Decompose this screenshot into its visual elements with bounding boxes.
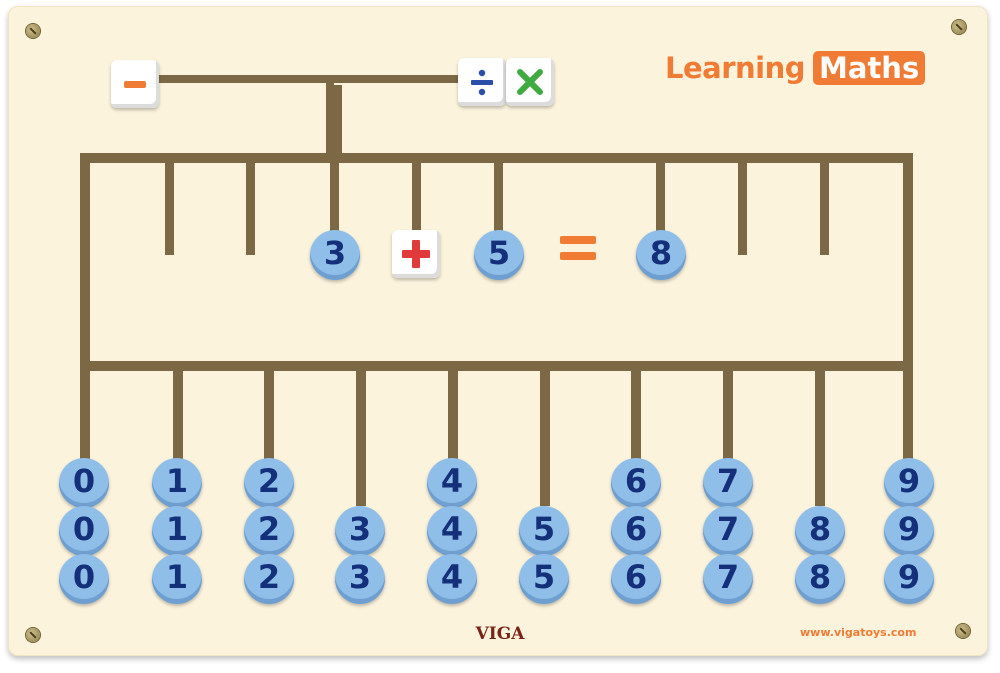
number-token-5[interactable]: 5 bbox=[519, 554, 569, 604]
divide-icon bbox=[471, 69, 493, 96]
number-token-2[interactable]: 2 bbox=[244, 506, 294, 556]
number-token-2[interactable]: 2 bbox=[244, 554, 294, 604]
number-token-1[interactable]: 1 bbox=[152, 506, 202, 556]
number-token-3[interactable]: 3 bbox=[335, 554, 385, 604]
multiply-cube[interactable] bbox=[506, 58, 554, 106]
screw-icon bbox=[26, 24, 40, 38]
equals-sign bbox=[560, 234, 596, 264]
number-token-9[interactable]: 9 bbox=[884, 554, 934, 604]
website-url: www.vigatoys.com bbox=[800, 626, 917, 639]
number-token-6[interactable]: 6 bbox=[611, 506, 661, 556]
number-token-4[interactable]: 4 bbox=[427, 506, 477, 556]
screw-icon bbox=[956, 624, 970, 638]
number-token-2[interactable]: 2 bbox=[244, 458, 294, 508]
title-learning: Learning bbox=[665, 51, 806, 85]
number-token-0[interactable]: 0 bbox=[59, 458, 109, 508]
number-token-0[interactable]: 0 bbox=[59, 506, 109, 556]
equation-right-token[interactable]: 5 bbox=[474, 230, 524, 280]
screw-icon bbox=[26, 628, 40, 642]
number-token-9[interactable]: 9 bbox=[884, 506, 934, 556]
number-token-1[interactable]: 1 bbox=[152, 458, 202, 508]
number-token-4[interactable]: 4 bbox=[427, 458, 477, 508]
equation-result-token[interactable]: 8 bbox=[636, 230, 686, 280]
number-token-8[interactable]: 8 bbox=[795, 506, 845, 556]
plus-cube[interactable] bbox=[392, 230, 440, 278]
title-maths: Maths bbox=[813, 51, 926, 85]
equation-left-token[interactable]: 3 bbox=[310, 230, 360, 280]
number-token-7[interactable]: 7 bbox=[703, 554, 753, 604]
number-token-8[interactable]: 8 bbox=[795, 554, 845, 604]
screw-icon bbox=[952, 20, 966, 34]
minus-cube[interactable] bbox=[111, 60, 159, 108]
divide-cube[interactable] bbox=[458, 58, 506, 106]
number-token-3[interactable]: 3 bbox=[335, 506, 385, 556]
number-token-7[interactable]: 7 bbox=[703, 458, 753, 508]
number-token-4[interactable]: 4 bbox=[427, 554, 477, 604]
learning-maths-title: Learning Maths bbox=[665, 50, 926, 86]
brand-logo: VIGA bbox=[475, 624, 525, 644]
minus-icon bbox=[124, 81, 146, 88]
number-token-1[interactable]: 1 bbox=[152, 554, 202, 604]
multiply-icon bbox=[517, 69, 543, 95]
number-token-5[interactable]: 5 bbox=[519, 506, 569, 556]
number-token-6[interactable]: 6 bbox=[611, 554, 661, 604]
number-token-6[interactable]: 6 bbox=[611, 458, 661, 508]
number-token-7[interactable]: 7 bbox=[703, 506, 753, 556]
number-token-9[interactable]: 9 bbox=[884, 458, 934, 508]
number-token-0[interactable]: 0 bbox=[59, 554, 109, 604]
plus-icon bbox=[402, 240, 430, 268]
